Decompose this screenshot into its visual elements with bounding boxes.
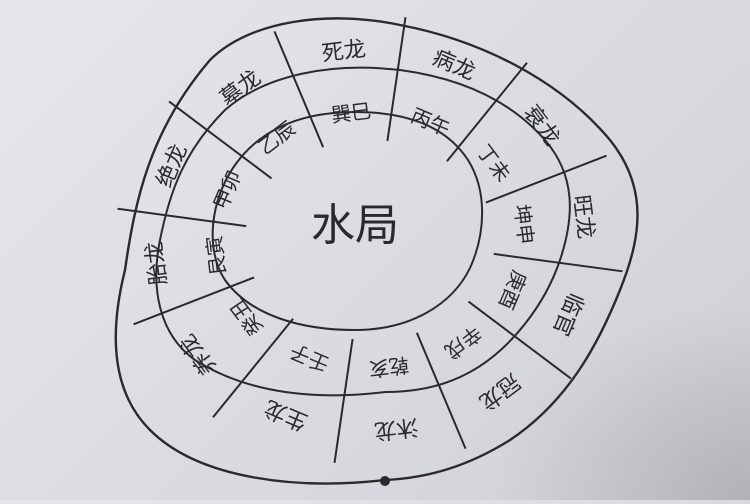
- middle-ring-label: 坤申: [509, 203, 538, 246]
- outer-boundary: [114, 17, 639, 485]
- outer-ring-label: 沐龙: [373, 413, 420, 443]
- sector-divider: [415, 332, 467, 450]
- sector-divider: [168, 100, 273, 180]
- outer-ring-label: 胎龙: [142, 240, 172, 287]
- outer-ring-label: 绝龙: [152, 141, 192, 191]
- middle-ring-label: 巽巳: [330, 99, 373, 128]
- middle-ring-label: 艮寅: [202, 234, 231, 277]
- sector-divider: [446, 62, 528, 162]
- sector-divider: [133, 276, 255, 326]
- outer-ring-label: 生龙: [261, 394, 311, 434]
- middle-ring-label: 丙午: [407, 103, 453, 141]
- sector-dividers: [117, 17, 623, 463]
- middle-ring-label: 甲卯: [208, 167, 246, 213]
- outer-ring-labels: 死龙病龙衰龙旺龙临官冠龙沐龙生龙养龙胎龙绝龙墓龙: [142, 37, 598, 443]
- outer-ring-label: 衰龙: [518, 101, 564, 151]
- outer-ring-label: 旺龙: [568, 194, 598, 241]
- middle-ring-label: 壬子: [286, 339, 332, 377]
- outer-ring-label: 死龙: [320, 37, 367, 67]
- sector-divider: [212, 318, 294, 418]
- center-label: 水局: [311, 200, 399, 251]
- sector-divider: [273, 30, 325, 148]
- sector-divider: [485, 154, 607, 204]
- center-circle: [211, 110, 484, 332]
- sector-divider: [493, 252, 623, 273]
- sector-divider: [467, 300, 572, 380]
- middle-ring-label: 乾亥: [368, 353, 411, 382]
- paper-shadow: [490, 300, 750, 500]
- sector-divider: [333, 338, 354, 463]
- middle-ring-label: 癸丑: [225, 294, 268, 340]
- pencil-dot: [380, 476, 390, 486]
- middle-ring-label: 丁未: [472, 140, 515, 186]
- outer-ring-label: 病龙: [429, 45, 479, 85]
- middle-ring-label: 辛戌: [440, 321, 486, 364]
- ring-divider-outer: [155, 66, 571, 397]
- sector-divider: [117, 207, 247, 228]
- outer-ring-label: 墓龙: [216, 65, 266, 111]
- sector-divider: [386, 17, 407, 142]
